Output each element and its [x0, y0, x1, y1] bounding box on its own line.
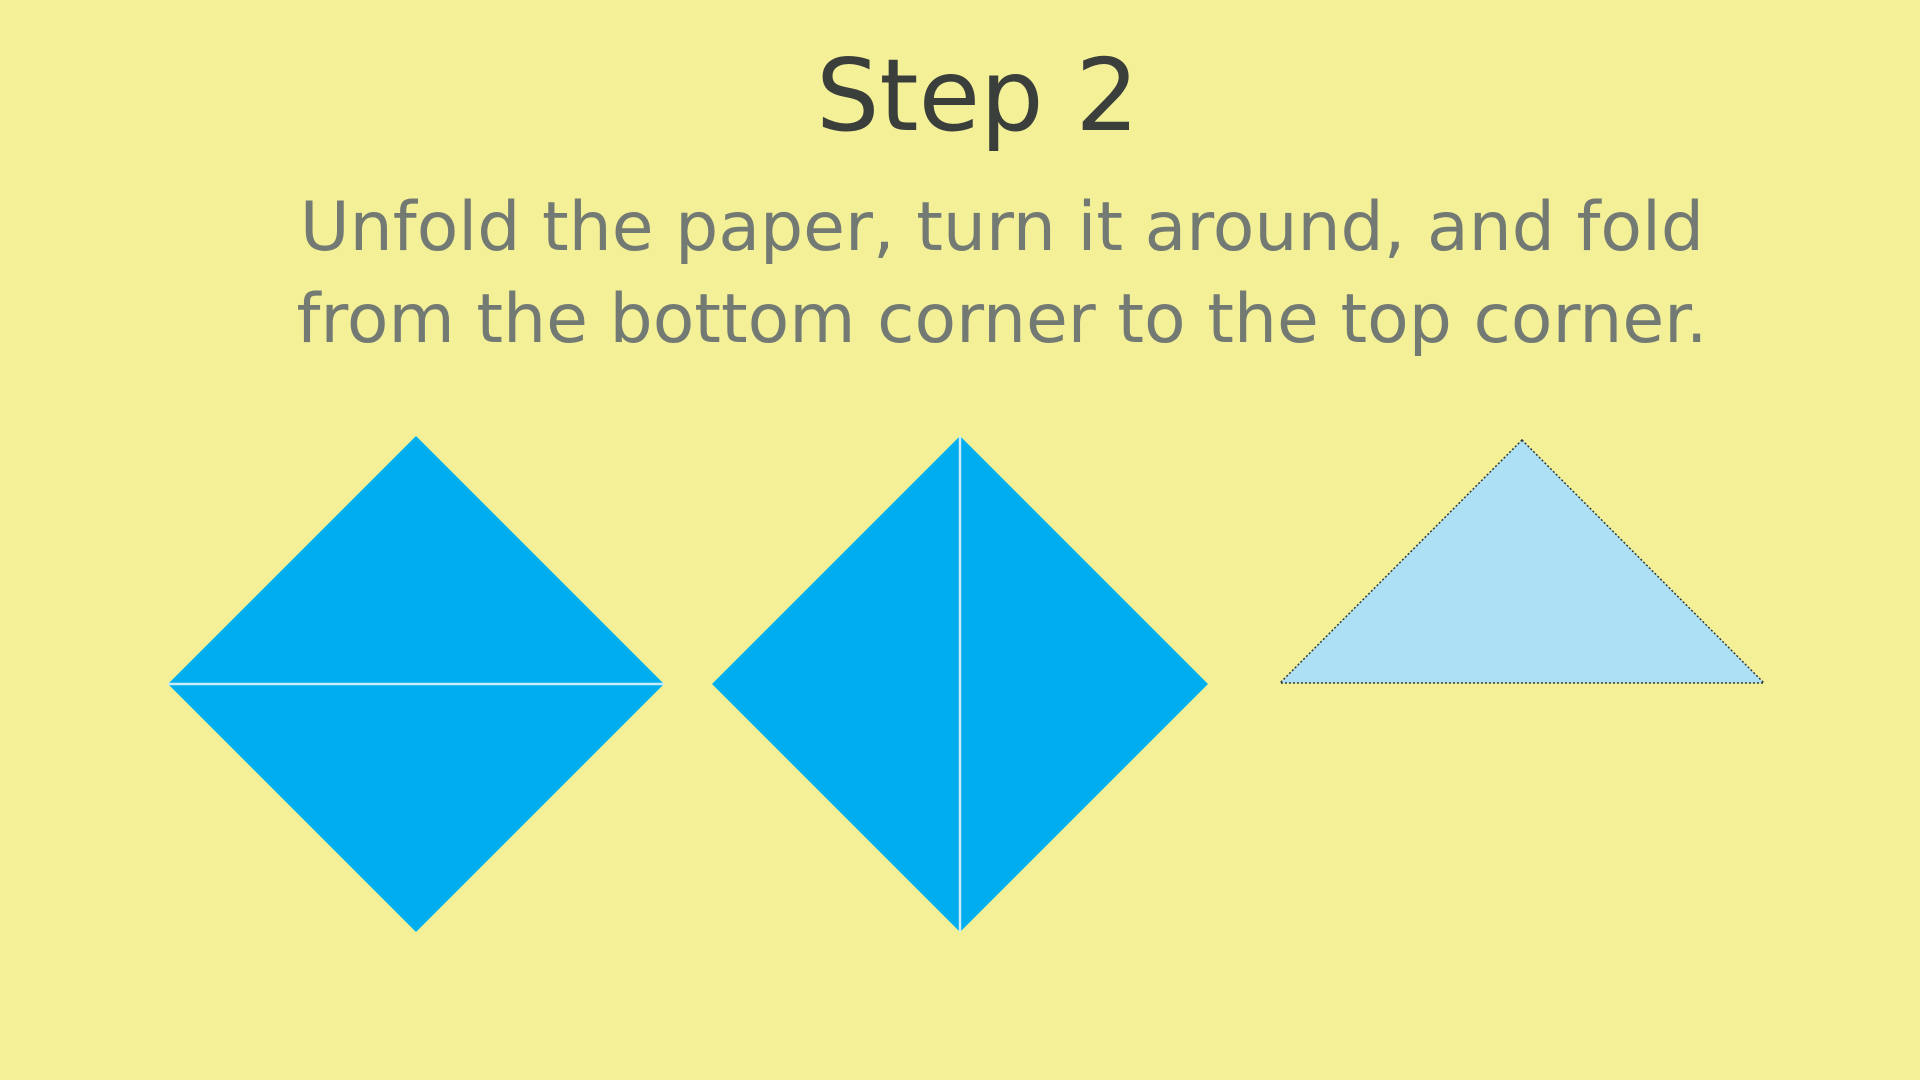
turned-square-vertical-crease [712, 436, 1208, 932]
instruction-line-1: Unfold the paper, turn it around, and fo… [299, 188, 1705, 267]
step-instructions: Unfold the paper, turn it around, and fo… [0, 182, 1920, 366]
folded-triangle [1278, 438, 1766, 684]
step-title: Step 2 [815, 37, 1140, 154]
instruction-line-2: from the bottom corner to the top corner… [296, 280, 1708, 359]
unfolded-square-horizontal-crease [168, 436, 664, 932]
paper-triangle [1278, 438, 1766, 684]
